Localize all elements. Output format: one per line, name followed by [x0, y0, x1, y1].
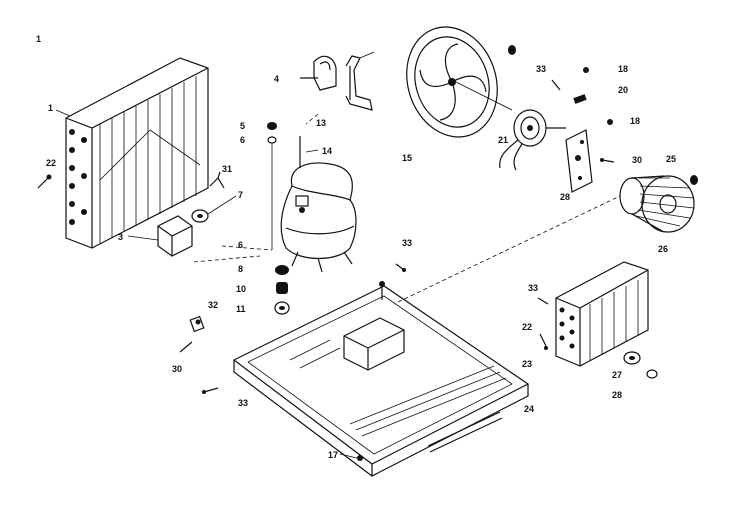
callout-25: 25: [666, 154, 677, 164]
screw-30-left: [179, 341, 193, 353]
callout-1-corner: 1: [36, 34, 42, 44]
grommet-5: [267, 122, 277, 130]
callout-31: 31: [222, 164, 233, 174]
callout-28-lower: 28: [612, 390, 623, 400]
clip-28: [646, 369, 658, 379]
screw-33-top: [551, 79, 561, 91]
callout-6-upper: 6: [240, 135, 246, 145]
capacitor: [127, 215, 193, 257]
screw-33-mid: [395, 263, 406, 272]
callout-7: 7: [238, 190, 244, 200]
screw-33-bottom: [202, 387, 219, 394]
callout-22-left: 22: [46, 158, 57, 168]
callout-22-right: 22: [522, 322, 533, 332]
callout-21: 21: [498, 135, 509, 145]
fan-motor: [499, 109, 566, 171]
condenser-coil: [55, 57, 209, 249]
clip-31: [209, 171, 225, 189]
nut-top: [508, 45, 516, 55]
nut-25: [690, 175, 698, 185]
motor-bracket: [565, 129, 593, 193]
callout-4: 4: [274, 74, 280, 84]
screw-30-right: [600, 158, 615, 163]
blower-wheel: [619, 175, 695, 233]
callout-18-upper: 18: [618, 64, 629, 74]
screw-18-b: [607, 119, 613, 125]
callout-8: 8: [238, 264, 244, 274]
bracket-32: [189, 315, 205, 333]
overload-protector: [191, 195, 237, 223]
screw-22-right: [539, 333, 548, 350]
callout-33-bottom: 33: [238, 398, 249, 408]
callout-30-right: 30: [632, 155, 643, 165]
callout-24: 24: [524, 404, 535, 414]
callout-11: 11: [236, 304, 246, 314]
knob-27: [623, 351, 641, 365]
screw-18-a: [583, 67, 589, 73]
callout-15: 15: [402, 153, 413, 163]
callout-32: 32: [208, 300, 219, 310]
callout-26: 26: [658, 244, 669, 254]
callout-33-top: 33: [536, 64, 547, 74]
callout-14: 14: [322, 146, 333, 156]
bracket-4: [300, 51, 375, 111]
spacer-6-upper: [267, 136, 277, 250]
callout-23: 23: [522, 359, 533, 369]
callout-5: 5: [240, 121, 246, 131]
screw-22-left: [37, 174, 52, 189]
clamp-20: [573, 94, 587, 104]
callout-3: 3: [118, 232, 124, 242]
callout-13: 13: [316, 118, 327, 128]
callout-10: 10: [236, 284, 247, 294]
alignment-lines: [193, 113, 621, 303]
compressor: [280, 136, 357, 273]
callout-18-lower: 18: [630, 116, 641, 126]
callout-6-lower: 6: [238, 240, 244, 250]
callout-33-middle: 33: [402, 238, 413, 248]
mount-stack: [274, 265, 290, 315]
callout-1: 1: [48, 103, 54, 113]
fan-shroud: [406, 26, 513, 138]
callout-20: 20: [618, 85, 629, 95]
callout-28-upper: 28: [560, 192, 571, 202]
callout-27: 27: [612, 370, 623, 380]
screw-33-right: [537, 297, 549, 305]
callout-30-left: 30: [172, 364, 183, 374]
callout-33-right: 33: [528, 283, 539, 293]
callout-17: 17: [328, 450, 339, 460]
base-pan: [232, 281, 530, 477]
evaporator-coil: [555, 261, 649, 367]
